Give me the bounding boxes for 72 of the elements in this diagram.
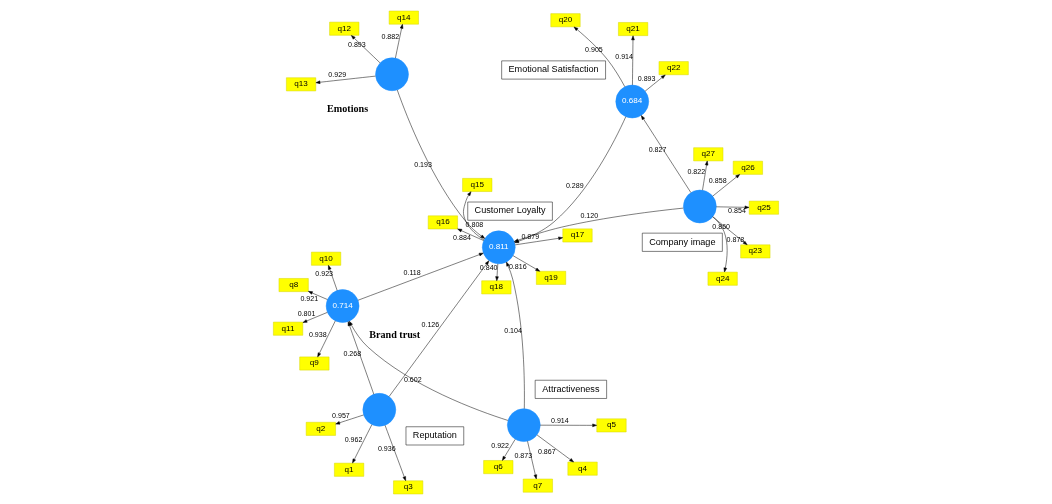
node-box: q16: [427, 215, 458, 229]
arrow: [631, 35, 635, 85]
arrow: [573, 26, 626, 87]
arrow: [641, 114, 692, 193]
node-box: q4: [567, 461, 598, 475]
node-circle: [362, 392, 397, 427]
arrow: [335, 414, 364, 424]
arrow: [644, 74, 666, 91]
arrow: [527, 440, 538, 479]
arrow: [702, 160, 709, 190]
arrow: [495, 263, 499, 281]
node-label: Brand trust: [369, 328, 421, 340]
node-box: q7: [522, 478, 553, 492]
node-box: q8: [278, 277, 309, 292]
arrow: [463, 190, 485, 240]
node-box: q27: [693, 146, 724, 161]
node-box: Reputation: [405, 426, 464, 445]
node-circle: 0.714: [325, 288, 360, 323]
arrow: [384, 424, 406, 481]
node-box: q6: [483, 459, 514, 474]
node-box: q17: [562, 228, 593, 242]
arrow: [712, 173, 740, 196]
node-label: Emotions: [327, 102, 369, 114]
arrow: [388, 260, 490, 397]
arrow: [302, 311, 328, 323]
node-box: q10: [311, 251, 342, 266]
node-circle: [507, 407, 541, 442]
node-box: q15: [462, 177, 493, 192]
node-box: Company image: [642, 232, 723, 252]
node-box: q24: [707, 271, 738, 286]
arrow: [536, 434, 574, 462]
arrow: [457, 228, 484, 241]
arrow: [716, 205, 750, 209]
node-box: Customer Loyalty: [467, 201, 553, 221]
arrow: [349, 320, 509, 421]
node-circle: [375, 57, 409, 91]
arrow: [317, 320, 336, 357]
node-box: q14: [388, 10, 419, 24]
node-box: q9: [299, 356, 330, 370]
node-box: q2: [305, 421, 336, 436]
node-box: q26: [732, 160, 763, 175]
arrow: [512, 254, 540, 272]
node-box: q25: [748, 200, 779, 214]
node-box: q12: [329, 21, 360, 36]
arrow: [397, 89, 485, 239]
arrow: [308, 290, 328, 300]
node-box: q22: [658, 60, 689, 75]
arrow: [357, 252, 484, 300]
node-box: q1: [334, 462, 365, 477]
node-circle: [683, 189, 717, 223]
node-box: Emotional Satisfaction: [501, 60, 606, 79]
arrow: [351, 34, 381, 63]
arrow: [502, 438, 516, 461]
arrow: [395, 23, 404, 58]
arrow: [347, 320, 375, 395]
arrow: [712, 216, 748, 245]
arrow: [352, 423, 373, 463]
arrow: [712, 215, 728, 272]
arrow: [506, 261, 525, 409]
arrow: [540, 423, 597, 427]
node-box: q3: [393, 480, 424, 494]
node-box: q19: [536, 270, 566, 285]
node-box: q11: [273, 321, 304, 336]
node-box: q18: [481, 280, 512, 294]
node-box: q20: [550, 12, 581, 27]
node-box: q5: [596, 418, 627, 432]
arrow: [328, 264, 338, 291]
node-box: q13: [286, 77, 317, 91]
node-box: q23: [740, 244, 771, 258]
node-box: q21: [618, 21, 649, 36]
node-box: Attractiveness: [534, 379, 607, 399]
arrow: [315, 75, 376, 84]
